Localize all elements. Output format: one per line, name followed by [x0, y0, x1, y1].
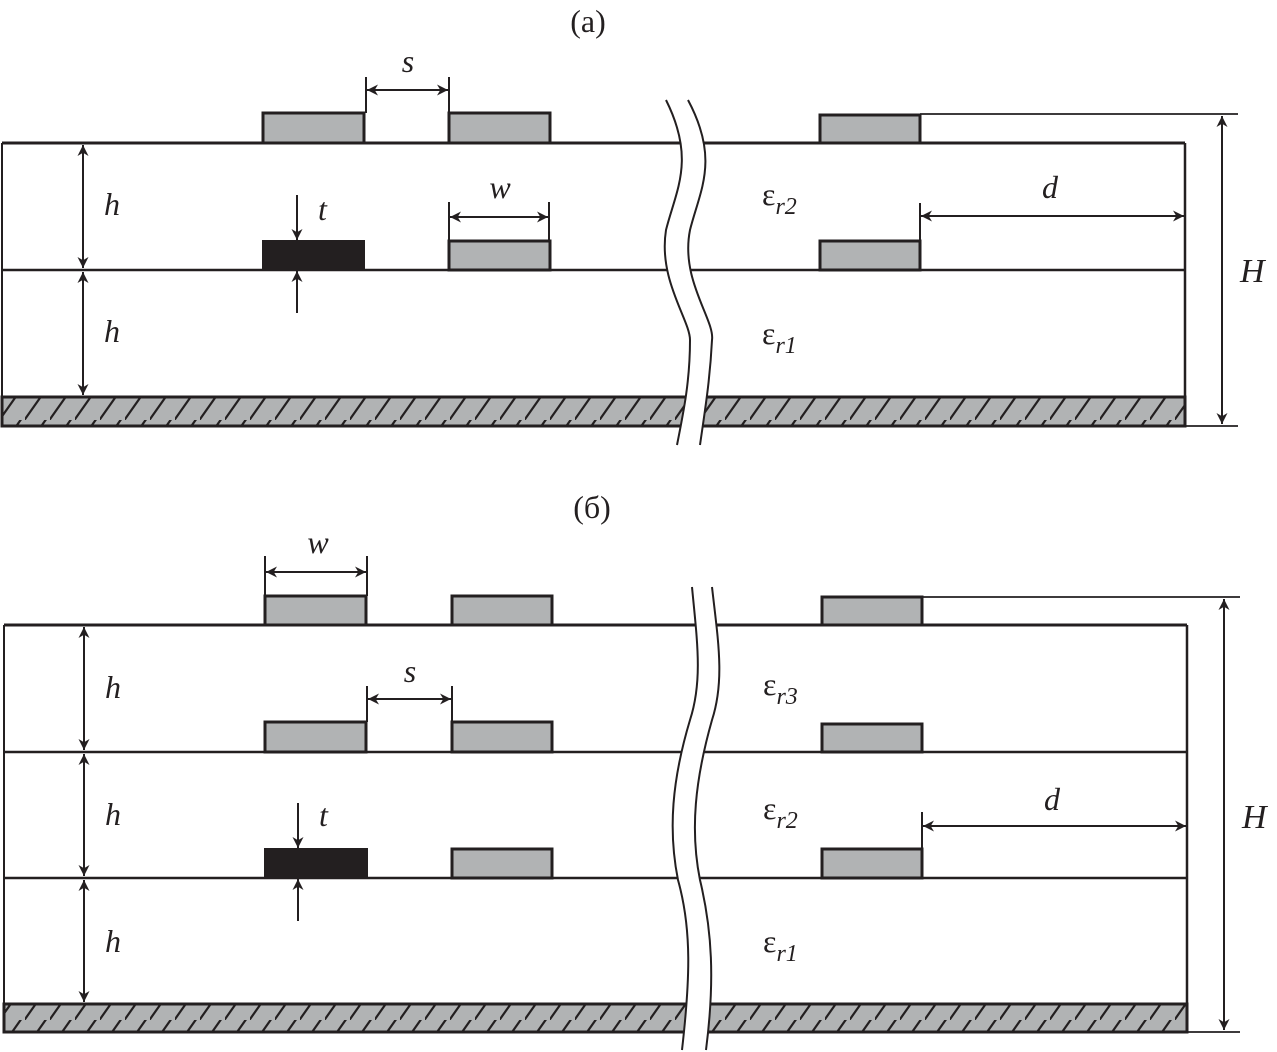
t-label: t — [318, 191, 328, 227]
ground-plane — [0, 395, 1187, 428]
top-trace-left — [263, 594, 368, 627]
break-line-right — [693, 586, 721, 1051]
w-label: w — [307, 524, 329, 560]
d-label: d — [1044, 781, 1061, 817]
t-label: t — [319, 797, 329, 833]
top-trace-left — [261, 111, 366, 145]
panel-a: (a) s w t h h — [0, 3, 1267, 446]
inner-trace-right — [818, 239, 922, 272]
break-gap — [672, 587, 720, 1050]
eps-r3-label: εr3 — [763, 666, 798, 710]
top-trace-right — [820, 595, 924, 627]
bottom-trace-right — [820, 847, 924, 880]
break-line-left — [663, 99, 692, 446]
eps-r1-label: εr1 — [763, 923, 798, 967]
break-line-right — [687, 99, 714, 446]
top-trace-right — [818, 113, 922, 145]
eps-r2-label: εr2 — [763, 790, 798, 834]
h-label-lower: h — [104, 313, 120, 349]
ground-plane — [2, 1002, 1189, 1034]
s-label: s — [402, 43, 414, 79]
inner-trace-middle — [447, 239, 552, 272]
d-label: d — [1042, 169, 1059, 205]
eps-r1-label: εr1 — [762, 315, 797, 359]
s-label: s — [404, 653, 416, 689]
H-label: H — [1239, 253, 1267, 290]
eps-r2-label: εr2 — [762, 176, 797, 220]
top-trace-middle — [450, 594, 554, 627]
thick-trace — [264, 848, 368, 879]
thick-trace — [262, 240, 365, 271]
break-gap — [664, 100, 713, 445]
w-label: w — [489, 169, 511, 205]
h-label-middle: h — [105, 796, 121, 832]
mid-trace-right — [820, 722, 924, 754]
bottom-trace-middle — [450, 847, 554, 880]
mid-trace-middle — [450, 720, 554, 754]
panel-b-caption: (б) — [573, 489, 611, 525]
mid-trace-left — [263, 720, 368, 754]
panel-b: (б) w s t h — [2, 489, 1269, 1051]
h-label-bottom: h — [105, 923, 121, 959]
h-label-upper: h — [104, 186, 120, 222]
break-line-left — [671, 586, 699, 1051]
h-label-top: h — [105, 669, 121, 705]
H-label: H — [1241, 799, 1269, 836]
panel-a-caption: (a) — [570, 3, 606, 39]
top-trace-middle — [447, 111, 552, 145]
